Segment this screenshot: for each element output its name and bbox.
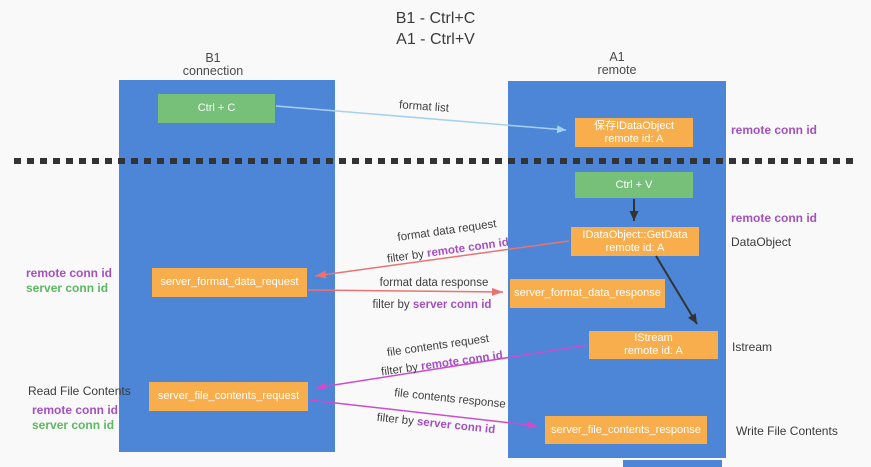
left-remote-conn-id-annotation-2: remote conn id <box>32 403 119 417</box>
getdata-line1: IDataObject::GetData <box>582 228 688 241</box>
write-file-contents-annotation: Write File Contents <box>736 424 838 438</box>
filter-by-text: filter by <box>372 299 410 311</box>
remote-conn-id-text: remote conn id <box>426 236 510 260</box>
diagram-title: B1 - Ctrl+C A1 - Ctrl+V <box>0 8 871 50</box>
remote-conn-id-annotation-top: remote conn id <box>731 123 818 137</box>
istream-box: IStream remote id: A <box>589 331 718 359</box>
server-format-data-request-label: server_format_data_request <box>160 276 299 288</box>
format-data-response-filter-label: filter by server conn id <box>373 299 492 311</box>
server-file-contents-request-label: server_file_contents_request <box>157 390 300 402</box>
format-list-label: format list <box>398 99 450 115</box>
server-format-data-response-box: server_format_data_response <box>510 279 665 308</box>
file-contents-response-filter-label: filter by server conn id <box>376 412 496 436</box>
left-remote-conn-id-annotation-1: remote conn id <box>26 266 113 280</box>
server-file-contents-response-box: server_file_contents_response <box>545 416 707 444</box>
istream-annotation: Istream <box>732 340 773 354</box>
format-data-response-label: format data response <box>379 277 489 289</box>
lifeline-fragment-bottom <box>623 460 722 467</box>
read-file-contents-annotation: Read File Contents <box>28 384 131 398</box>
server-file-contents-request-box: server_file_contents_request <box>149 382 308 411</box>
ctrl-v-box: Ctrl + V <box>575 172 693 198</box>
ctrl-c-label: Ctrl + C <box>197 102 236 114</box>
filter-by-text: filter by <box>380 361 419 379</box>
title-line-1: B1 - Ctrl+C <box>395 10 476 27</box>
istream-line1: IStream <box>634 332 673 344</box>
lifeline-a1-role: remote <box>597 63 637 77</box>
filter-by-text: filter by <box>376 411 415 428</box>
save-idataobject-line2: remote id: A <box>604 132 664 145</box>
lifeline-b1-role: connection <box>182 64 244 78</box>
lifeline-a1-name: A1 <box>609 50 625 64</box>
istream-line2: remote id: A <box>624 345 683 357</box>
lifeline-header-a1: A1 remote <box>547 51 687 77</box>
lifeline-b1-name: B1 <box>205 51 221 65</box>
arrow-format-data-response <box>307 287 504 296</box>
ctrl-v-label: Ctrl + V <box>615 178 653 191</box>
server-conn-id-text: server conn id <box>416 416 496 437</box>
filter-by-text: filter by <box>386 248 425 266</box>
server-file-contents-response-label: server_file_contents_response <box>551 423 701 436</box>
remote-conn-id-annotation-mid: remote conn id <box>731 211 818 225</box>
getdata-box: IDataObject::GetData remote id: A <box>571 227 699 256</box>
lifeline-header-b1: B1 connection <box>143 52 283 78</box>
save-idataobject-line1: 保存IDataObject <box>593 119 675 132</box>
server-conn-id-text: server conn id <box>412 299 492 311</box>
left-server-conn-id-annotation-1: server conn id <box>26 281 109 295</box>
title-line-2: A1 - Ctrl+V <box>396 31 475 48</box>
file-contents-response-label: file contents response <box>393 387 507 411</box>
server-format-data-request-box: server_format_data_request <box>152 268 307 297</box>
save-idataobject-box: 保存IDataObject remote id: A <box>575 118 693 147</box>
server-format-data-response-label: server_format_data_response <box>514 287 661 299</box>
getdata-line2: remote id: A <box>605 241 665 254</box>
dashed-divider <box>14 158 857 164</box>
remote-conn-id-text: remote conn id <box>420 349 504 373</box>
left-server-conn-id-annotation-2: server conn id <box>32 418 115 432</box>
dataobject-annotation: DataObject <box>731 235 792 249</box>
ctrl-c-box: Ctrl + C <box>158 94 275 123</box>
